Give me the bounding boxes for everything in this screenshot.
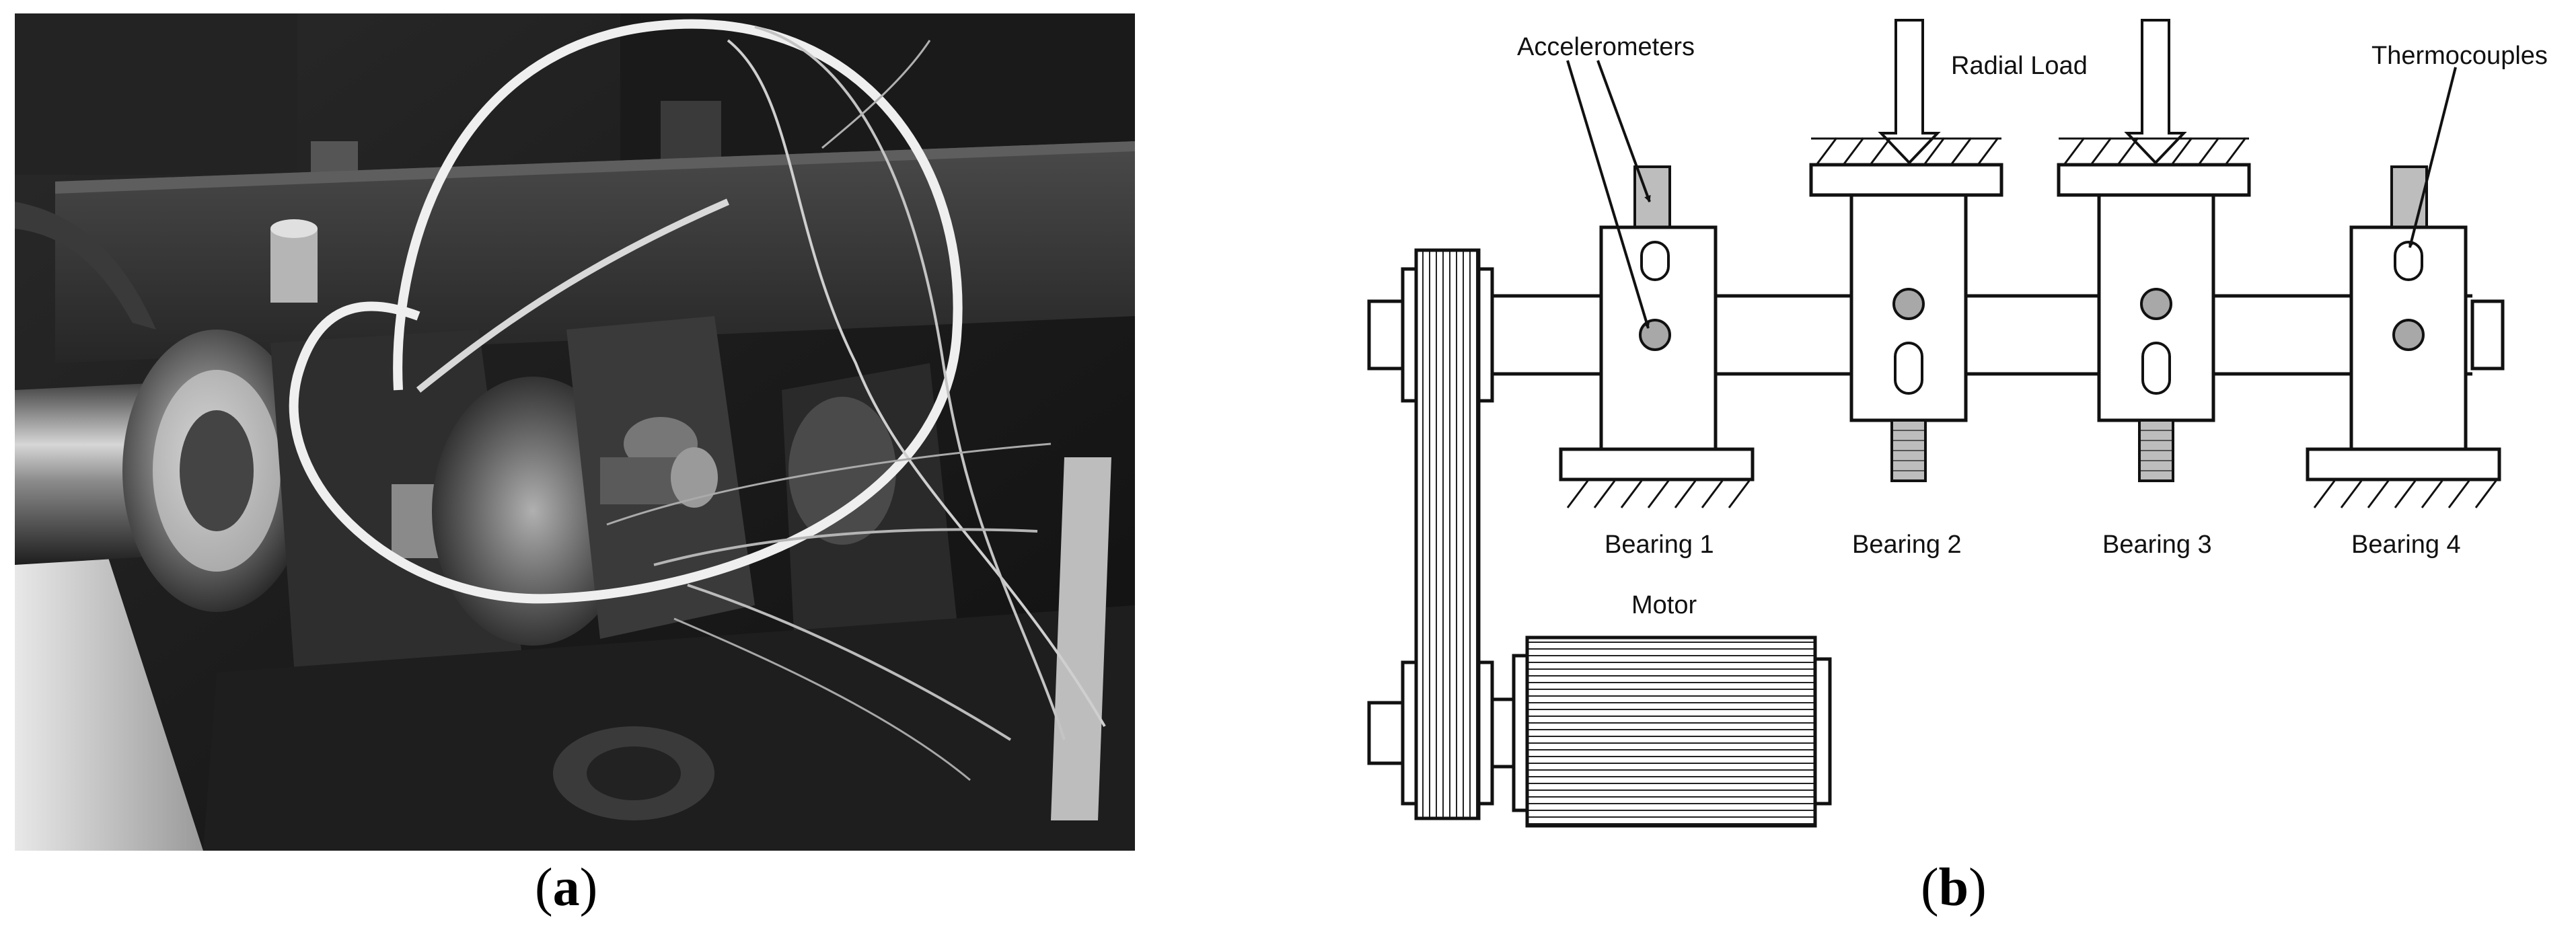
thermocouples-label: Thermocouples	[2371, 42, 2548, 70]
accelerometer-1b	[1639, 319, 1671, 351]
radial-load-arrow-2	[1878, 19, 1941, 165]
motor	[1512, 635, 1832, 828]
drive-belt	[1414, 248, 1481, 820]
bearing-2	[1809, 163, 2003, 482]
accelerometer-3b	[2141, 342, 2171, 395]
bearing-4-label: Bearing 4	[2351, 531, 2461, 559]
bearing-1-label: Bearing 1	[1605, 531, 1714, 559]
accelerometer-1a	[1640, 241, 1670, 281]
accelerometer-4b	[2392, 319, 2425, 351]
radial-load-label: Radial Load	[1951, 52, 2088, 80]
caption-b-close: )	[1968, 858, 1987, 917]
upper-pulley	[1401, 267, 1494, 403]
caption-b-open: (	[1921, 858, 1939, 917]
accelerometers-label: Accelerometers	[1517, 33, 1695, 61]
test-rig-photo	[15, 13, 1135, 851]
caption-b: (b)	[1921, 857, 1987, 919]
bearing-3	[2057, 163, 2251, 482]
ground-hatching	[1566, 137, 2499, 508]
caption-b-letter: b	[1938, 858, 1969, 917]
accelerometer-2a	[1892, 288, 1925, 320]
caption-a-letter: a	[552, 858, 580, 917]
accelerometer-3a	[2140, 288, 2172, 320]
caption-a-close: )	[579, 858, 598, 917]
schematic-diagram: Accelerometers Radial Load Thermocouples…	[1367, 19, 2548, 828]
radial-load-arrow-3	[2124, 19, 2187, 165]
stud-threads	[1893, 430, 2172, 471]
accelerometers-pointer-1	[1566, 60, 1650, 329]
test-rig-photo-graphic	[15, 13, 1135, 851]
accelerometer-2b	[1894, 342, 1923, 395]
bearing-2-label: Bearing 2	[1852, 531, 1962, 559]
accelerometers-pointer-2	[1596, 60, 1651, 202]
motor-label: Motor	[1631, 591, 1697, 619]
accelerometer-4a	[2394, 241, 2423, 281]
thermocouples-pointer	[2408, 67, 2457, 248]
caption-a-open: (	[535, 858, 553, 917]
bearing-3-label: Bearing 3	[2102, 531, 2212, 559]
test-rig-schematic: Accelerometers Radial Load Thermocouples…	[1352, 0, 2576, 854]
caption-a: (a)	[535, 857, 597, 919]
